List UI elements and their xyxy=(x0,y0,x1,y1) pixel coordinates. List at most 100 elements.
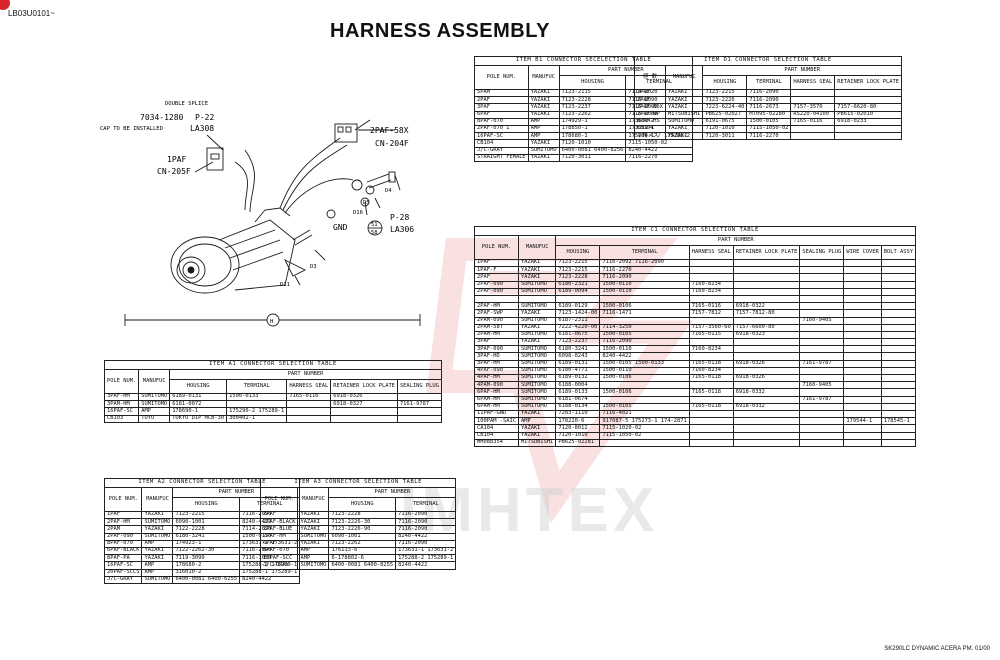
cell: 4PAF-HM xyxy=(474,373,519,383)
cell xyxy=(732,338,801,347)
cell xyxy=(799,323,845,332)
cell: 7116-2090 xyxy=(746,96,792,105)
cell: 6-178802-6 xyxy=(328,554,397,563)
col-header: HOUSING xyxy=(169,379,228,394)
cell: 7165-0116 xyxy=(286,392,332,402)
cell: 7116-2090 xyxy=(599,338,690,347)
cell: 1500-0105 1500-0133 xyxy=(599,359,690,368)
connector-1paf-label: 1PAF xyxy=(167,155,186,164)
cell xyxy=(799,294,845,304)
cell: 6188-0004 xyxy=(555,381,601,390)
cell: 16PAF-SC xyxy=(103,407,140,416)
cell: 4PAM-090 xyxy=(474,381,519,390)
col-header: SEALING PLUG xyxy=(799,245,845,260)
cell xyxy=(843,438,882,447)
cell: 16PAF-SC xyxy=(103,561,143,570)
cell xyxy=(330,407,398,416)
table-a1: ITEM A1 CONNECTOR SELECTION TABLE POLE N… xyxy=(103,360,442,423)
cell xyxy=(799,258,845,268)
cell xyxy=(799,438,845,447)
cell: MH088354 xyxy=(474,438,519,447)
col-header: POLE NUM. xyxy=(259,487,299,512)
cell: 176113-6 xyxy=(328,546,397,556)
cell: CB104 xyxy=(474,139,529,148)
gnd-circle-58: 58 xyxy=(371,230,378,236)
cell xyxy=(732,280,801,289)
cell: 2PAF-HM xyxy=(103,518,143,527)
cell xyxy=(880,273,917,282)
cell xyxy=(688,424,734,433)
cell xyxy=(799,338,845,347)
cell: SUMITOMO xyxy=(517,381,557,390)
cell xyxy=(732,294,801,304)
cell: 6400-0081 6400-6255 xyxy=(172,575,241,584)
cell: YAZAKI xyxy=(517,266,557,275)
cell xyxy=(688,438,734,447)
col-header: MANUFUC xyxy=(517,235,557,260)
cell xyxy=(330,414,398,423)
cell xyxy=(599,381,690,390)
cell xyxy=(880,302,917,311)
cell: J/C-GRAY xyxy=(259,561,299,570)
cell xyxy=(286,407,332,416)
cell xyxy=(843,330,882,340)
cell: SUMITOMO xyxy=(141,518,174,527)
cell: 8240-4422 xyxy=(395,561,457,570)
cell: 6PAF-070 xyxy=(259,546,299,556)
cell: YAZAKI xyxy=(664,132,704,141)
cell: 16PAF-SCC xyxy=(259,554,299,563)
cell xyxy=(834,88,902,98)
cell: 7115-1020-02 xyxy=(599,424,690,433)
d5-label: D5 xyxy=(363,200,370,206)
table-caption: ITEM A3 CONNECTOR SELECTION TABLE xyxy=(259,478,457,488)
col-header: RETAINER LOCK PLATE xyxy=(834,75,902,90)
cn204f-label: CN-204F xyxy=(375,139,409,148)
cell: 178680-2 xyxy=(172,561,241,570)
cell xyxy=(688,294,734,304)
cell xyxy=(396,392,442,402)
table-c1: ITEM C1 CONNECTOR SELECTION TABLE POLE N… xyxy=(473,226,917,447)
col-header: MANUFUC xyxy=(138,369,171,394)
cell: 7165-0115 xyxy=(688,330,734,340)
cell xyxy=(688,395,734,404)
cell: YAZAKI xyxy=(527,103,560,112)
cell: 6189-0094 xyxy=(555,287,601,296)
cell xyxy=(834,96,902,105)
cell: SUMITOMO xyxy=(517,280,557,289)
cell xyxy=(843,294,882,304)
group-header: PART NUMBER xyxy=(555,235,917,246)
cell xyxy=(880,359,917,368)
cell: SUMITOMO xyxy=(141,575,174,584)
cell xyxy=(880,409,917,419)
cell: 7157-3560-60 xyxy=(688,323,734,332)
cell xyxy=(555,294,601,304)
cell: YAZAKI xyxy=(664,124,704,134)
cell: YAZAKI xyxy=(527,153,560,162)
cell: 3PAM-HM xyxy=(103,400,140,409)
col-header: WIRE COVER xyxy=(843,245,882,260)
col-header: MANUFUC xyxy=(664,65,704,90)
dimension-h-label: H xyxy=(270,319,273,325)
cell: 8240-4422 xyxy=(599,352,690,361)
cell: 7165-0116 xyxy=(790,117,836,126)
cell: 7115-1050-02 xyxy=(599,431,690,440)
cell xyxy=(880,424,917,433)
cell xyxy=(732,273,801,282)
cell xyxy=(880,330,917,340)
cell xyxy=(843,381,882,390)
col-header: POLE NUM. xyxy=(103,369,140,394)
cell xyxy=(732,417,801,426)
cell: 2PAF-BLUE xyxy=(259,525,299,534)
cell xyxy=(732,431,801,440)
